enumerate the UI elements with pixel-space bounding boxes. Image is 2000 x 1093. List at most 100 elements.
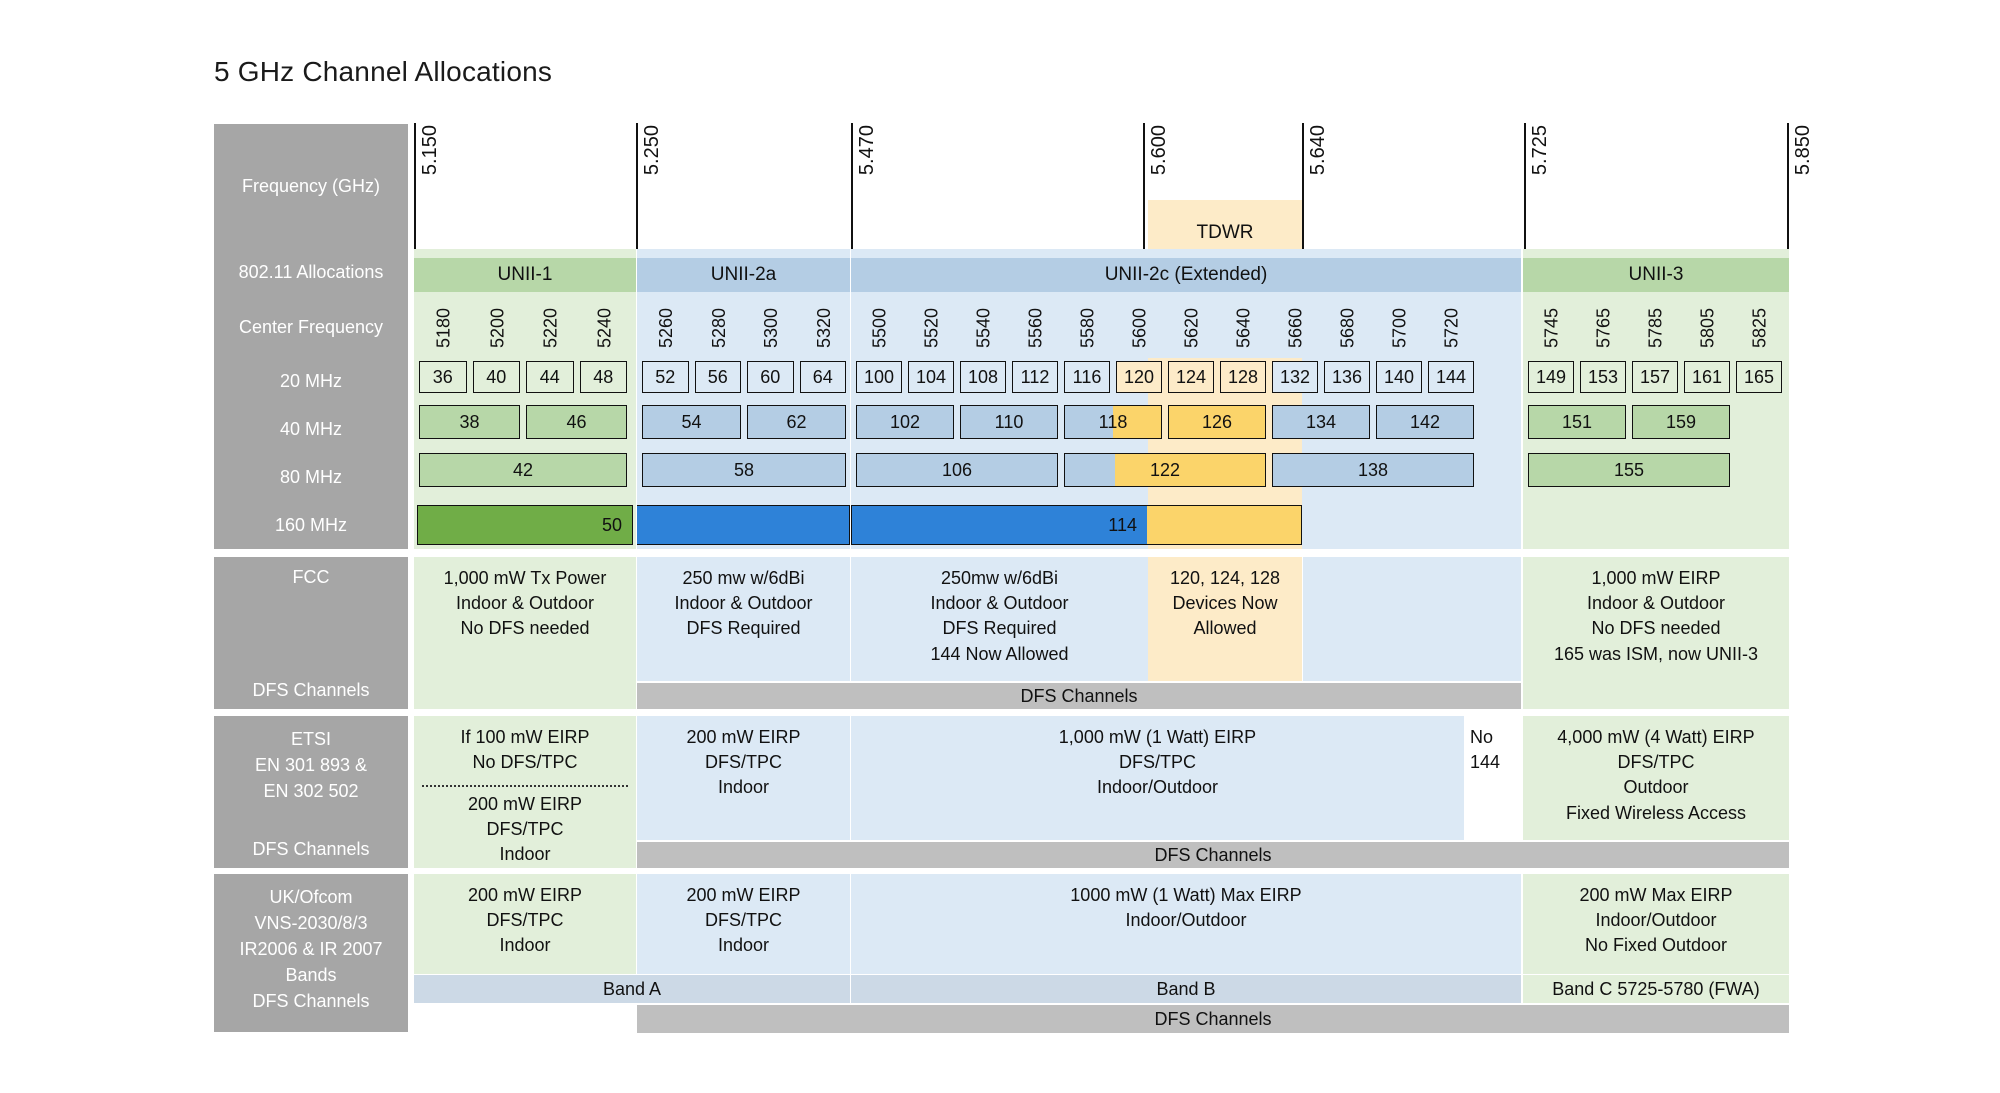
center-frequency-5280: 5280 (708, 307, 729, 349)
etsi-unii1: If 100 mW EIRP No DFS/TPC 200 mW EIRP DF… (414, 716, 636, 868)
row-label-ofcom-line3: IR2006 & IR 2007 (239, 939, 383, 960)
channel-20-140: 140 (1376, 361, 1422, 393)
ofcom-unii2a: 200 mW EIRP DFS/TPC Indoor (637, 874, 850, 974)
tdwr-band: TDWR (1148, 200, 1302, 249)
channel-80-42: 42 (419, 453, 627, 487)
etsi-unii2a: 200 mW EIRP DFS/TPC Indoor (637, 716, 850, 840)
band-title-unii3: UNII-3 (1523, 258, 1789, 292)
center-frequency-5200: 5200 (486, 307, 507, 349)
center-frequency-5785: 5785 (1645, 307, 1666, 349)
row-label-etsi-dfs: DFS Channels (252, 839, 370, 859)
channel-80-155: 155 (1528, 453, 1730, 487)
band-title-unii2a: UNII-2a (637, 258, 850, 292)
channel-20-165: 165 (1736, 361, 1782, 393)
row-label-20mhz: 20 MHz (214, 358, 408, 405)
channel-20-56: 56 (694, 361, 741, 393)
channel-160-50: 50 (417, 505, 633, 545)
channel-20-157: 157 (1632, 361, 1678, 393)
channel-20-44: 44 (526, 361, 574, 393)
band-bg-unii3 (1523, 249, 1789, 549)
fcc-unii3: 1,000 mW EIRP Indoor & Outdoor No DFS ne… (1523, 557, 1789, 709)
channel-80-122: 122 (1064, 453, 1266, 487)
channel-20-64: 64 (799, 361, 846, 393)
freq-tick-5725: 5.725 (1524, 123, 1552, 249)
etsi-unii3: 4,000 mW (4 Watt) EIRP DFS/TPC Outdoor F… (1523, 716, 1789, 840)
channel-40-159: 159 (1632, 405, 1730, 439)
channel-40-118-tdwr-overlap (1113, 406, 1161, 438)
channel-40-54: 54 (642, 405, 741, 439)
center-frequency-5560: 5560 (1025, 307, 1046, 349)
row-label-ofcom-dfs: DFS Channels (252, 991, 370, 1012)
center-frequency-5180: 5180 (433, 307, 454, 349)
center-frequency-5540: 5540 (973, 307, 994, 349)
channel-80-58-label: 58 (733, 459, 755, 480)
center-frequency-5320: 5320 (813, 307, 834, 349)
tick-line-icon (1302, 123, 1304, 249)
channel-20-144: 144 (1428, 361, 1474, 393)
center-frequency-5500: 5500 (869, 307, 890, 349)
row-label-fcc-title: FCC (292, 567, 330, 587)
tick-line-icon (414, 123, 416, 249)
channel-160-114-extension (1147, 505, 1302, 545)
channel-80-122-label: 122 (1149, 459, 1181, 480)
row-label-etsi-line1: ETSI (290, 729, 331, 749)
freq-tick-5150: 5.150 (414, 123, 442, 249)
center-frequency-5300: 5300 (760, 307, 781, 349)
center-frequency-5765: 5765 (1593, 307, 1614, 349)
tick-line-icon (636, 123, 638, 249)
etsi-unii1-lower: 200 mW EIRP DFS/TPC Indoor (467, 794, 583, 865)
channel-20-132: 132 (1272, 361, 1318, 393)
freq-tick-5600: 5.600 (1143, 123, 1171, 249)
channel-40-38: 38 (419, 405, 520, 439)
channel-20-36: 36 (419, 361, 467, 393)
row-label-ofcom-bands: Bands (285, 965, 337, 986)
row-label-etsi-line3: EN 302 502 (263, 781, 359, 802)
center-frequency-5825: 5825 (1749, 307, 1770, 349)
channel-20-108: 108 (960, 361, 1006, 393)
channel-20-149: 149 (1528, 361, 1574, 393)
channel-80-106-label: 106 (941, 459, 973, 480)
band-bg-unii2a (637, 249, 850, 549)
channel-40-142: 142 (1376, 405, 1474, 439)
band-title-unii1: UNII-1 (414, 258, 636, 292)
channel-40-102: 102 (856, 405, 954, 439)
row-label-fcc-dfs: DFS Channels (252, 680, 370, 700)
channel-20-136: 136 (1324, 361, 1370, 393)
tdwr-label: TDWR (1196, 222, 1254, 243)
center-frequency-5240: 5240 (593, 307, 614, 349)
channel-80-155-label: 155 (1613, 459, 1645, 480)
etsi-unii2c: 1,000 mW (1 Watt) EIRP DFS/TPC Indoor/Ou… (851, 716, 1464, 840)
channel-40-151: 151 (1528, 405, 1626, 439)
row-label-etsi: ETSI EN 301 893 & EN 302 502 DFS Channel… (214, 716, 408, 868)
channel-80-138-label: 138 (1357, 459, 1389, 480)
etsi-divider (422, 785, 628, 787)
row-label-fcc: FCC DFS Channels (214, 557, 408, 709)
channel-160-50-extension (637, 505, 850, 545)
row-label-etsi-line2: EN 301 893 & (254, 755, 368, 776)
ofcom-band-a: Band A (414, 975, 850, 1003)
band-title-unii2c: UNII-2c (Extended) (851, 258, 1521, 292)
channel-40-62: 62 (747, 405, 846, 439)
center-frequency-5580: 5580 (1077, 307, 1098, 349)
freq-tick-5250: 5.250 (636, 123, 664, 249)
ofcom-unii1: 200 mW EIRP DFS/TPC Indoor (414, 874, 636, 974)
center-frequency-5260: 5260 (655, 307, 676, 349)
channel-20-100: 100 (856, 361, 902, 393)
row-label-allocations: 802.11 Allocations (214, 249, 408, 296)
center-frequency-5640: 5640 (1233, 307, 1254, 349)
tick-line-icon (1787, 123, 1789, 249)
channel-20-120: 120 (1116, 361, 1162, 393)
fcc-tdwr: 120, 124, 128 Devices Now Allowed (1148, 557, 1302, 681)
center-frequency-5805: 5805 (1697, 307, 1718, 349)
channel-80-106: 106 (856, 453, 1058, 487)
tick-line-icon (1143, 123, 1145, 249)
channel-20-116: 116 (1064, 361, 1110, 393)
etsi-dfs-bar: DFS Channels (637, 842, 1789, 868)
fcc-unii2a: 250 mw w/6dBi Indoor & Outdoor DFS Requi… (637, 557, 850, 681)
channel-20-60: 60 (747, 361, 794, 393)
center-frequency-5620: 5620 (1181, 307, 1202, 349)
channel-20-52: 52 (642, 361, 689, 393)
etsi-no-144: No 144 (1466, 716, 1521, 840)
center-frequency-5220: 5220 (540, 307, 561, 349)
